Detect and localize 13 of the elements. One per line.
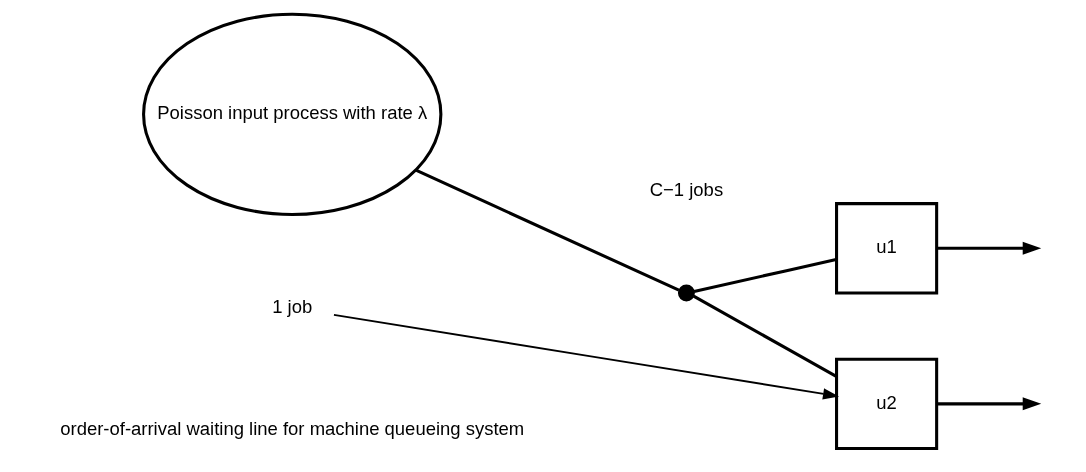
arrow (936, 397, 1042, 411)
node-circle (677, 284, 695, 302)
label: order-of-arrival waiting line for machine queueing system (60, 417, 525, 439)
arrow (333, 313, 840, 400)
node-box: u2 (835, 357, 939, 451)
label: C−1 jobs (649, 179, 724, 201)
node-ellipse: Poisson input process with rate λ (142, 12, 443, 216)
node-box: u1 (835, 202, 939, 295)
node-text: 1 job (272, 296, 313, 318)
connector (693, 257, 837, 294)
connector (692, 294, 837, 378)
arrow (936, 241, 1042, 255)
connector (415, 168, 680, 292)
